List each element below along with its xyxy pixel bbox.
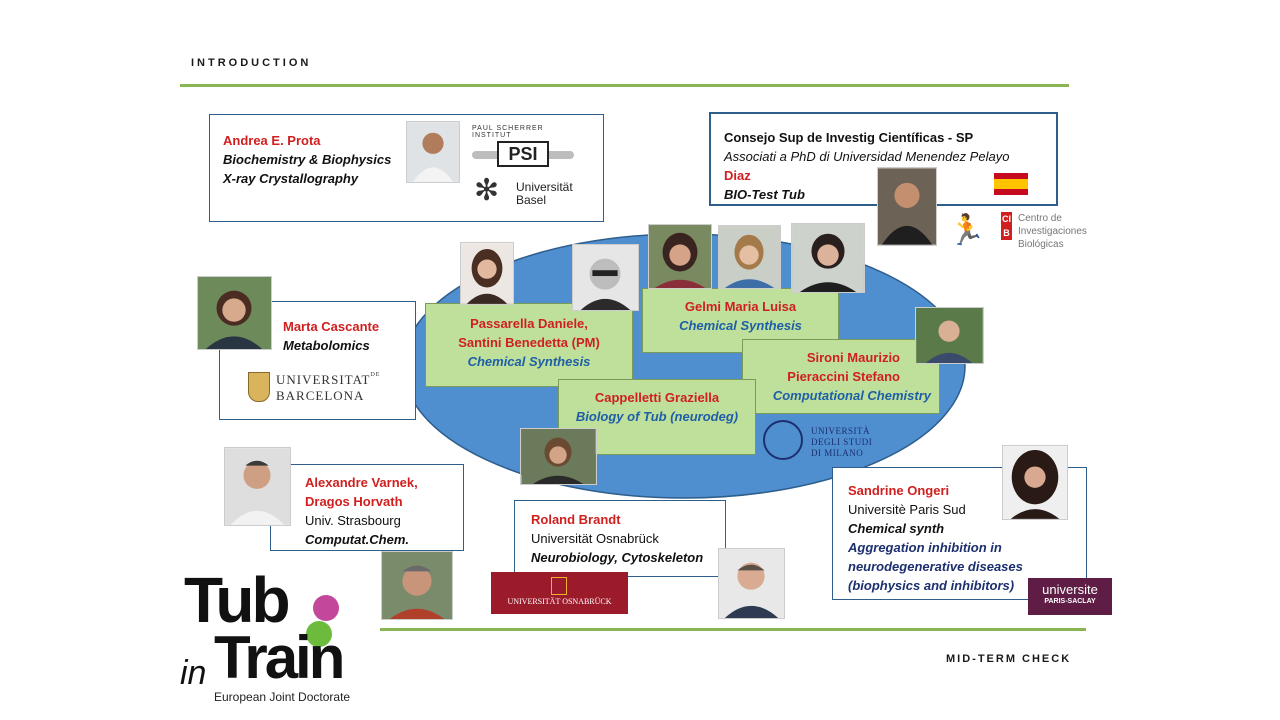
gelmi-field: Chemical Synthesis [679, 318, 802, 333]
runner-icon: 🏃 [948, 214, 986, 247]
brandt-field: Neurobiology, Cytoskeleton [531, 550, 704, 565]
pink-dot-icon [313, 595, 339, 621]
prota-field-2: X-ray Crystallography [223, 171, 359, 186]
basel-emblem-icon: ✻ [474, 174, 500, 207]
horvath-photo [381, 551, 453, 620]
ongeri-name: Sandrine Ongeri [848, 483, 950, 498]
cib-logo: 🏃 CIB Centro de Investigaciones Biológic… [948, 212, 1087, 250]
diaz-photo [877, 167, 937, 246]
csic-field: BIO-Test Tub [724, 187, 805, 202]
brandt-box: Roland Brandt Universität Osnabrück Neur… [514, 500, 726, 577]
passarella-name-2: Santini Benedetta (PM) [458, 335, 600, 350]
passarella-field: Chemical Synthesis [467, 354, 591, 369]
cappelletti-field: Biology of Tub (neurodeg) [575, 409, 739, 424]
milano-seal-icon [763, 420, 803, 460]
sironi-field: Computational Chemistry [772, 388, 931, 403]
varnek-field: Computat.Chem. [305, 532, 409, 547]
csic-affiliation: Associati a PhD di Universidad Menendez … [724, 149, 1010, 164]
footer-label: MID-TERM CHECK [946, 653, 1072, 665]
gelmi-name: Gelmi Maria Luisa [684, 299, 797, 314]
top-divider [180, 84, 1069, 87]
ongeri-photo [1002, 445, 1068, 520]
cappelletti-photo [520, 428, 597, 485]
basel-logo: ✻ Universität Basel [474, 174, 573, 207]
green-dot-icon [306, 621, 332, 647]
ongeri-university: Universitè Paris Sud [848, 502, 966, 517]
brandt-photo [718, 548, 785, 619]
barcelona-logo: UNIVERSITATDE BARCELONA [248, 370, 379, 406]
bottom-divider [380, 628, 1086, 631]
varnek-university: Univ. Strasbourg [305, 513, 401, 528]
sironi-box: Sironi Maurizio Pieraccini Stefano Compu… [742, 339, 940, 414]
barcelona-crest-icon [248, 372, 270, 402]
prota-name: Andrea E. Prota [223, 133, 321, 148]
santini-photo [572, 244, 639, 311]
prota-field-1: Biochemistry & Biophysics [223, 152, 392, 167]
cappelletti-box: Cappelletti Graziella Biology of Tub (ne… [558, 379, 756, 455]
gelmi-photo-1 [648, 224, 712, 289]
psi-logo: PAUL SCHERRER INSTITUT PSI [472, 125, 582, 169]
passarella-box: Passarella Daniele, Santini Benedetta (P… [425, 303, 633, 387]
osnabrueck-logo: UNIVERSITÄT OSNABRÜCK [491, 572, 628, 614]
spain-flag-icon [994, 173, 1028, 195]
section-title: INTRODUCTION [191, 57, 312, 69]
brandt-name: Roland Brandt [531, 512, 621, 527]
varnek-name-1: Alexandre Varnek, [305, 475, 418, 490]
sironi-name-2: Pieraccini Stefano [787, 369, 900, 384]
gelmi-photo-3 [791, 223, 865, 293]
passarella-photo [460, 242, 514, 305]
varnek-photo [224, 447, 291, 526]
cascante-field: Metabolomics [283, 338, 370, 353]
ongeri-field: Chemical synth [848, 521, 945, 536]
passarella-name-1: Passarella Daniele, [470, 316, 588, 331]
milano-logo: UNIVERSITÀ DEGLI STUDI DI MILANO [763, 418, 893, 466]
sironi-photo [915, 307, 984, 364]
ongeri-topic-2: neurodegenerative diseases [848, 559, 1023, 574]
varnek-box: Alexandre Varnek, Dragos Horvath Univ. S… [270, 464, 464, 551]
ongeri-topic-3: (biophysics and inhibitors) [848, 578, 1015, 593]
osnabrueck-emblem-icon [551, 577, 567, 595]
varnek-name-2: Dragos Horvath [305, 494, 403, 509]
cascante-photo [197, 276, 272, 350]
sironi-name-1: Sironi Maurizio [806, 350, 900, 365]
ongeri-topic-1: Aggregation inhibition in [848, 540, 1002, 555]
cascante-name: Marta Cascante [283, 319, 380, 334]
prota-photo [406, 121, 460, 183]
cappelletti-name: Cappelletti Graziella [594, 390, 720, 405]
csic-name: Diaz [724, 168, 751, 183]
gelmi-photo-2 [718, 225, 781, 289]
tubintrain-logo: Tub in Train European Joint Doctorate [180, 564, 351, 704]
csic-title: Consejo Sup de Investig Científicas - SP [724, 130, 974, 145]
paris-saclay-logo: universite PARIS-SACLAY [1028, 578, 1112, 615]
brandt-university: Universität Osnabrück [531, 531, 659, 546]
